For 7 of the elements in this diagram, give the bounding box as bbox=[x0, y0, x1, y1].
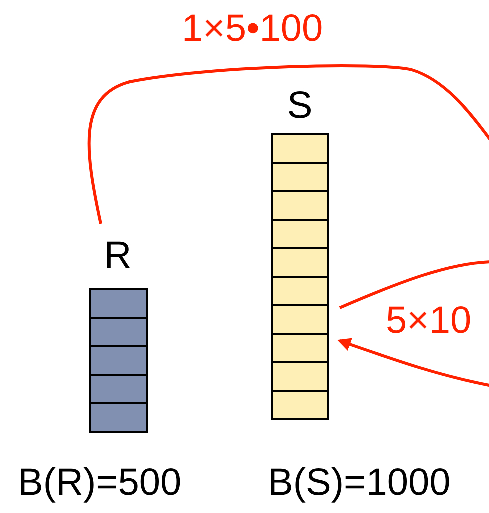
curved-arrow bbox=[337, 338, 489, 388]
relation-name: S bbox=[287, 84, 313, 128]
size-label: B(R)=500 bbox=[18, 464, 182, 502]
size-label: B(S)=1000 bbox=[268, 464, 451, 502]
curved-line bbox=[339, 260, 489, 310]
relation-name: R bbox=[104, 234, 132, 279]
curved-line bbox=[88, 64, 489, 224]
